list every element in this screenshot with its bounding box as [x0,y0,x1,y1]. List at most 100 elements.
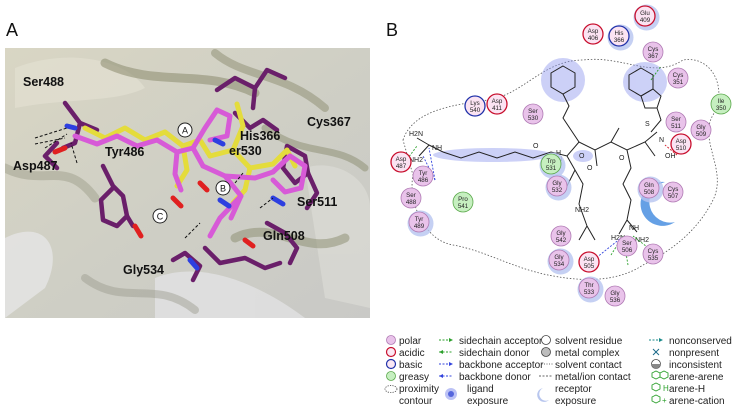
residue-number: 409 [640,17,651,24]
legend-greasy: greasy [399,372,429,383]
residue-name: Gln [644,182,654,189]
residue-ser488: Ser488 [400,187,422,209]
proximity-contour-icon [384,385,398,393]
legend-contour: contour [399,396,433,407]
residue-name: Tyr [419,170,428,177]
legend-col-2: sidechain acceptor sidechain donor backb… [439,336,544,407]
protein-ribbons [5,49,369,314]
legend-solvent-contact: solvent contact [555,360,622,371]
legend-sidechain-donor: sidechain donor [459,348,530,359]
ligand-skeleton [416,65,662,241]
residue-gly534: Gly534 [547,248,574,275]
panel-b-label: B [386,20,399,40]
panel-a-label: A [6,20,19,40]
legend-polar: polar [399,336,422,347]
solvent-residue-icon [541,335,551,345]
residue-number: 488 [406,199,417,206]
residue-number: 509 [696,131,707,138]
legend: polar acidic basic greasy proximity cont… [384,335,732,407]
residue-ser511: Ser511 [665,111,687,133]
receptor-exposure-icon [537,388,549,402]
legend-nonconserved: nonconserved [669,336,732,347]
residue-number: 510 [676,145,687,152]
residue-name: Gly [610,290,620,297]
residue-label-gln508: Gln508 [263,229,305,243]
basic-circle-icon [385,358,397,370]
legend-metal-complex: metal complex [555,348,619,359]
residue-number: 350 [716,105,727,112]
residue-name: Glu [640,10,650,17]
residue-name: Cys [648,248,659,255]
residue-name: Gly [552,180,562,187]
residue-name: Asp [588,28,599,35]
svg-text:O: O [587,165,593,172]
residue-number: 532 [552,187,563,194]
residue-label-ser511: Ser511 [297,195,337,209]
metal-complex-icon [541,347,551,357]
residue-name: Asp [676,138,687,145]
proximity-contour [402,58,720,280]
docked-ligand-sticks [72,107,308,239]
legend-ligand: ligand [467,384,494,395]
svg-text:H: H [663,384,669,393]
residue-cys367: Cys367 [642,41,664,63]
residue-name: Trp [546,158,556,165]
residue-name: Ser [671,116,681,123]
arene-h-icon: H [651,382,669,393]
residue-number: 535 [648,255,659,262]
svg-text:H: H [556,150,561,157]
legend-receptor-exposure: exposure [555,396,597,407]
residue-name: Cys [648,46,659,53]
residue-number: 487 [396,163,407,170]
residue-name: Asp [396,156,407,163]
polar-circle-icon [386,335,396,345]
svg-text:NH2: NH2 [635,237,649,244]
legend-basic: basic [399,360,422,371]
hydrogen-bond-dashes [34,127,274,239]
legend-ligand-exposure: exposure [467,396,509,407]
svg-text:+: + [662,396,667,405]
residue-label-gly534: Gly534 [123,263,164,277]
residue-number: 530 [528,115,539,122]
ligand-atom-labels: H2N NH NH2 O N H NH2 O S N OH H2N NH NH2… [409,121,676,244]
svg-text:OH: OH [665,153,676,160]
residue-name: Ser [406,192,416,199]
legend-arene-arene: arene-arene [669,372,724,383]
residue-number: 540 [470,107,481,114]
legend-backbone-donor: backbone donor [459,372,531,383]
residue-circles: Glu409Asp406His366Cys367Cys351Ile350Lys5… [390,4,732,307]
residue-number: 506 [622,247,633,254]
residue-number: 542 [556,237,567,244]
residue-number: 533 [584,289,595,296]
legend-metal-ion-contact: metal/ion contact [555,372,631,383]
residue-label-asp487: Asp487 [13,159,58,173]
legend-col-4: nonconserved nonpresent inconsistent are… [649,336,732,407]
residue-label-cys367: Cys367 [307,115,351,129]
residue-number: 541 [458,203,469,210]
svg-text:H2N: H2N [409,131,423,138]
legend-solvent-residue: solvent residue [555,336,623,347]
svg-text:NH: NH [432,145,442,152]
residue-gln508: Gln508 [637,176,664,203]
residue-number: 366 [614,37,625,44]
greasy-circle-icon [386,371,396,381]
site-markers: A B C [152,122,231,224]
svg-text:NH2: NH2 [409,157,423,164]
legend-backbone-acceptor: backbone acceptor [459,360,544,371]
legend-proximity: proximity [399,384,439,395]
residue-name: Gly [554,254,564,261]
residue-number: 511 [671,123,681,130]
residue-number: 505 [584,263,595,270]
arene-cation-icon: + [651,394,667,405]
svg-text:O: O [533,143,539,150]
